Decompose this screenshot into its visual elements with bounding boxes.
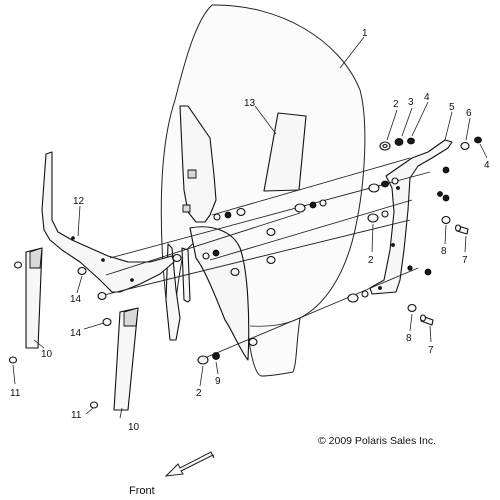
hardware-upper-nut-3 [394,138,404,146]
callout-12: 12 [73,196,85,207]
callout-8-upper: 8 [441,246,447,257]
callout-13: 13 [244,98,256,109]
callout-4-right: 4 [484,160,490,171]
callout-10-left: 10 [41,349,53,360]
callout-8-lower: 8 [406,333,412,344]
hardware-washer-6 [460,141,470,151]
hardware-pushpins-11 [8,261,99,409]
callout-6: 6 [466,108,472,119]
callout-10-center: 10 [128,422,140,433]
left-side-strip [25,247,43,349]
front-cowl-panel [189,226,250,361]
callout-4-upper: 4 [424,92,430,103]
callout-1: 1 [362,28,368,39]
callout-7-upper: 7 [462,255,468,266]
hardware-washer-row3 [230,210,389,277]
callout-14-lower: 14 [70,328,82,339]
front-label: Front [129,485,155,497]
hardware-upper-washer-2 [379,141,391,151]
callout-labels: 1 2 3 4 5 6 4 13 2 8 7 8 7 9 2 12 14 14 … [10,28,490,433]
callout-11-center: 11 [71,410,82,421]
callout-3: 3 [408,97,414,108]
hardware-bolt-7-lower [407,303,434,326]
callout-5: 5 [449,102,455,113]
callout-2-upper: 2 [393,99,399,110]
right-mount-bracket [369,139,453,295]
callout-leader-lines [12,36,488,419]
hardware-nuts-right [424,166,450,276]
hardware-bolt-7-upper [441,215,469,235]
callout-2-middle: 2 [368,255,374,266]
copyright-text: © 2009 Polaris Sales Inc. [318,435,436,447]
hardware-pushpins-14 [77,253,182,327]
callout-2-lower: 2 [196,388,202,399]
hardware-nut-4-right [474,136,482,144]
callout-11-left: 11 [10,388,21,399]
assembly-axis-lines [99,157,431,361]
left-support-bracket [41,151,175,293]
hardware-upper-nut-4 [407,137,415,145]
hardware-washer-row2 [202,177,399,260]
hardware-washer-row4 [197,290,369,365]
windshield-mount-bracket [179,105,217,223]
callout-7-lower: 7 [428,345,434,356]
front-direction-arrow [164,451,215,477]
callout-14-upper: 14 [70,294,82,305]
hardware-washer-row1 [213,199,327,221]
callout-9: 9 [215,376,221,387]
center-side-strip [113,307,139,411]
